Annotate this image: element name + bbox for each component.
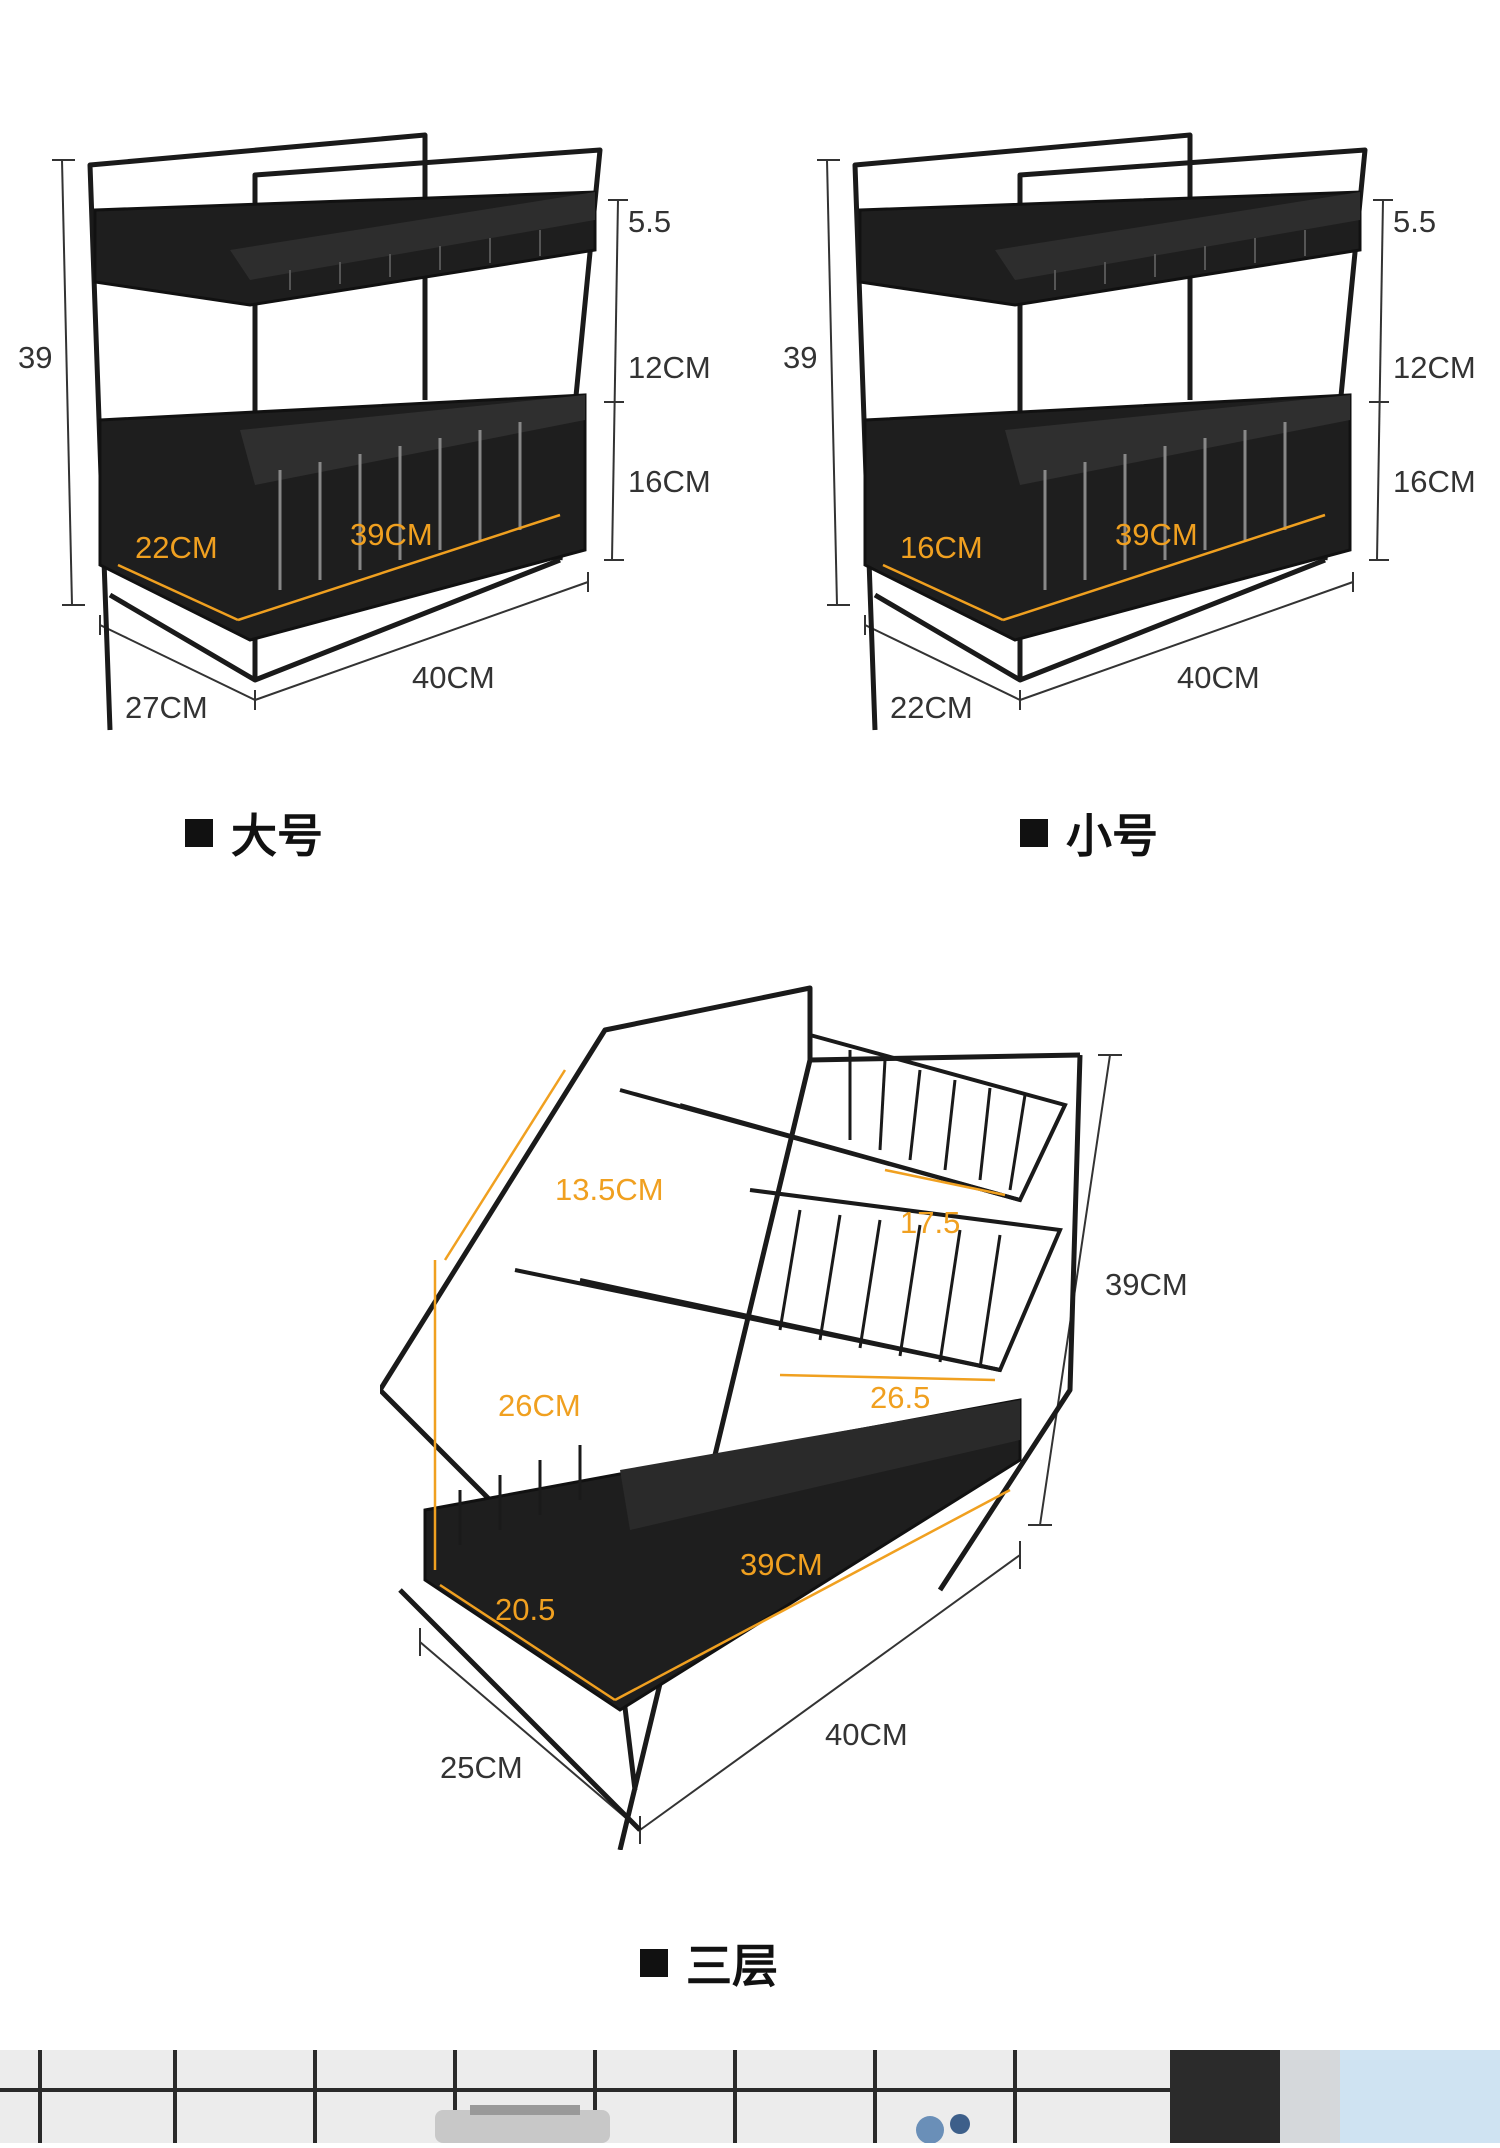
dim-top-slant: 13.5CM [555, 1172, 664, 1207]
dim-width: 40CM [825, 1717, 908, 1752]
dim-height: 39 [18, 340, 52, 375]
dim-inner-depth: 20.5 [495, 1592, 555, 1627]
kitchen-photo-svg [0, 2050, 1500, 2144]
square-bullet-icon [185, 819, 213, 847]
dim-inner-depth: 22CM [135, 530, 218, 565]
dim-low-gap: 16CM [1393, 464, 1476, 499]
dim-inner-width: 39CM [1115, 517, 1198, 552]
dim-mid-gap: 12CM [628, 350, 711, 385]
dim-width: 40CM [1177, 660, 1260, 695]
rack-three-tier-svg: 13.5CM 17.5 39CM 26CM 26.5 39CM 20.5 25C… [377, 985, 1188, 1851]
dim-top-gap: 5.5 [628, 204, 671, 239]
rack-three-tier-diagram: 13.5CM 17.5 39CM 26CM 26.5 39CM 20.5 25C… [377, 970, 1230, 1851]
dim-top-depth: 17.5 [900, 1205, 960, 1240]
dim-depth: 22CM [890, 690, 973, 725]
square-bullet-icon [640, 1949, 668, 1977]
rack-small-svg: 39 5.5 12CM 16CM 16CM 39CM 22CM 40CM [783, 132, 1476, 731]
dim-width: 40CM [412, 660, 495, 695]
rack-small-diagram: 39 5.5 12CM 16CM 16CM 39CM 22CM 40CM [765, 120, 1500, 740]
dim-height: 39 [783, 340, 817, 375]
kitchen-photo-strip [0, 2050, 1500, 2144]
dim-mid-depth: 26.5 [870, 1380, 930, 1415]
caption-three-tier-text: 三层 [686, 1939, 778, 1993]
dim-mid-gap: 12CM [1393, 350, 1476, 385]
dim-inner-width: 39CM [350, 517, 433, 552]
dim-height: 39CM [1105, 1267, 1188, 1302]
caption-large: 大号 [185, 800, 323, 866]
dim-inner-width: 39CM [740, 1547, 823, 1582]
caption-large-text: 大号 [231, 809, 323, 863]
dim-low-gap: 16CM [628, 464, 711, 499]
dim-top-gap: 5.5 [1393, 204, 1436, 239]
dim-mid-height: 26CM [498, 1388, 581, 1423]
rack-large-svg: 39 5.5 12CM 16CM 22CM 39CM 27CM 40CM [18, 132, 711, 731]
caption-small: 小号 [1020, 800, 1158, 866]
dim-inner-depth: 16CM [900, 530, 983, 565]
caption-three-tier: 三层 [640, 1930, 778, 1996]
caption-small-text: 小号 [1066, 809, 1158, 863]
dim-depth: 25CM [440, 1750, 523, 1785]
square-bullet-icon [1020, 819, 1048, 847]
rack-large-diagram: 39 5.5 12CM 16CM 22CM 39CM 27CM 40CM [0, 120, 750, 740]
dim-depth: 27CM [125, 690, 208, 725]
